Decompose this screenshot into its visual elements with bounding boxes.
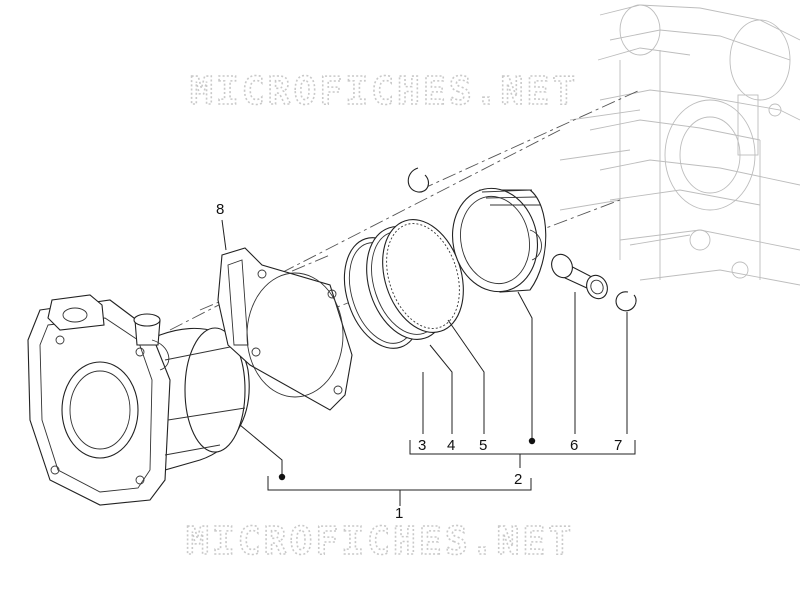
watermark-top: MICROFICHES.NET — [190, 69, 578, 113]
piston-pin-part — [551, 253, 608, 300]
callout-3: 3 — [418, 437, 426, 454]
leader-lines — [221, 219, 636, 506]
callout-6: 6 — [570, 437, 578, 454]
watermark-bottom: MICROFICHES.NET — [186, 519, 574, 563]
gasket-part — [217, 247, 353, 411]
callout-4: 4 — [447, 437, 455, 454]
crankcase-ghost — [559, 4, 800, 286]
callout-8: 8 — [216, 201, 224, 218]
cylinder-part — [27, 294, 250, 506]
callout-1: 1 — [395, 505, 403, 522]
callout-5: 5 — [479, 437, 487, 454]
callout-2: 2 — [514, 471, 522, 488]
callout-7: 7 — [614, 437, 622, 454]
circlip-right-part — [615, 291, 637, 312]
circlip-top-part — [407, 167, 430, 193]
piston-part — [451, 187, 547, 293]
